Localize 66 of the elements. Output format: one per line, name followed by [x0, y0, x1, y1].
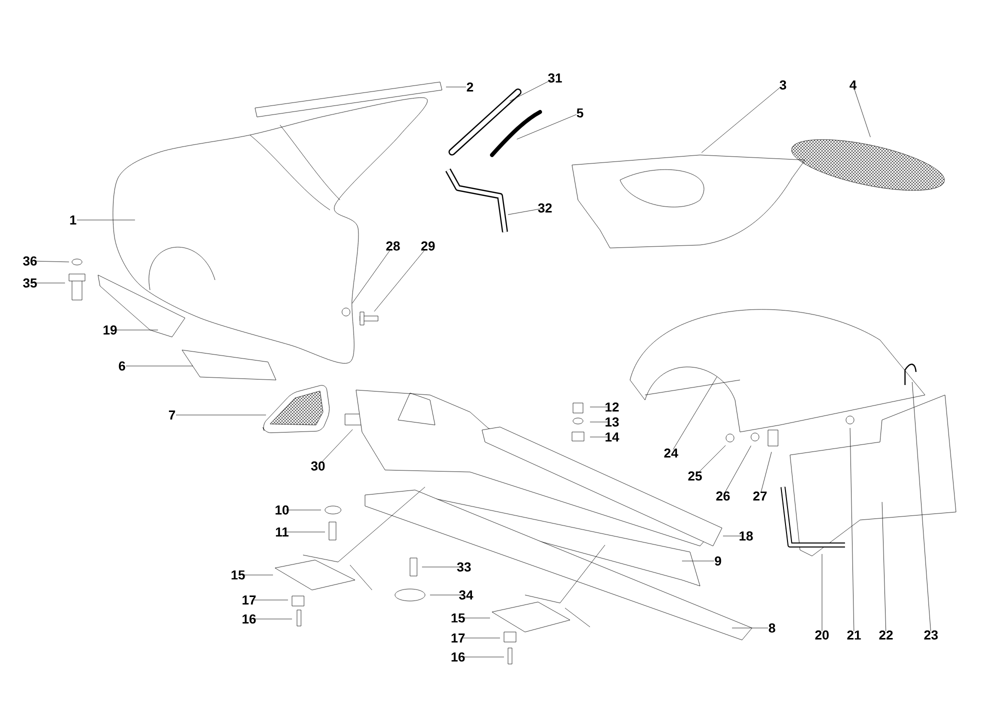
- callout-number: 20: [815, 630, 829, 640]
- leader-line: [672, 376, 718, 450]
- callout-number: 31: [548, 73, 562, 83]
- leader-line: [510, 80, 552, 102]
- leader-line: [682, 560, 714, 562]
- callout-number: 3: [780, 80, 786, 90]
- leader-line: [724, 446, 752, 493]
- callout-number: 17: [452, 634, 465, 642]
- leader-line: [912, 382, 931, 632]
- callout-number: 10: [276, 505, 289, 515]
- callout-number: 25: [688, 471, 702, 481]
- leader-line: [374, 248, 426, 312]
- callout-number: 33: [457, 562, 471, 572]
- leader-line: [760, 452, 772, 492]
- leader-line: [462, 656, 504, 658]
- leader-line: [252, 618, 292, 620]
- callout-number: 24: [664, 448, 678, 458]
- leader-line: [242, 574, 274, 576]
- leader-line: [698, 445, 726, 474]
- callout-number: 30: [311, 461, 325, 471]
- callout-number: 5: [576, 108, 584, 118]
- callout-number: 16: [452, 652, 465, 662]
- leader-line: [590, 406, 608, 408]
- callout-number: 2: [466, 82, 474, 92]
- leader-line: [516, 114, 577, 140]
- leader-line: [34, 260, 70, 262]
- leader-line: [176, 414, 266, 416]
- callout-number: 7: [168, 410, 176, 420]
- callout-number: 32: [538, 203, 552, 213]
- callout-number: 36: [23, 256, 37, 266]
- leader-line: [508, 208, 542, 215]
- callout-number: 9: [714, 556, 722, 566]
- leader-line: [590, 436, 608, 438]
- leader-line: [850, 428, 854, 632]
- callout-number: 29: [421, 241, 435, 251]
- callout-number: 22: [879, 630, 893, 640]
- callout-number: 34: [459, 590, 474, 600]
- callout-number: 18: [740, 531, 753, 541]
- callout-number: 28: [386, 241, 400, 251]
- leader-line: [422, 566, 460, 568]
- callout-number: 13: [606, 417, 619, 427]
- callout-number: 26: [716, 491, 730, 501]
- callout-number: 1: [70, 216, 76, 224]
- callout-number: 27: [753, 491, 767, 501]
- callout-number: 17: [242, 596, 256, 604]
- callout-number: 14: [606, 432, 620, 442]
- callout-number: 8: [768, 623, 776, 633]
- leader-line: [882, 502, 886, 632]
- callout-number: 4: [850, 80, 857, 90]
- callout-number: 19: [104, 325, 117, 335]
- callout-number: 15: [232, 570, 245, 580]
- leader-line: [352, 249, 391, 304]
- callout-number: 35: [23, 278, 37, 288]
- callout-number: 12: [606, 402, 619, 412]
- callout-number: 15: [452, 613, 465, 623]
- leader-line: [446, 86, 466, 88]
- callout-number: 16: [242, 614, 256, 624]
- leader-line: [34, 282, 66, 284]
- callout-number: 23: [924, 630, 938, 640]
- leader-line: [701, 87, 780, 153]
- leader-line: [320, 429, 353, 464]
- callout-number: 6: [118, 361, 126, 371]
- callout-number: 11: [276, 528, 289, 536]
- callout-number: 21: [847, 630, 861, 640]
- leader-line: [854, 88, 871, 138]
- leader-line: [430, 594, 462, 596]
